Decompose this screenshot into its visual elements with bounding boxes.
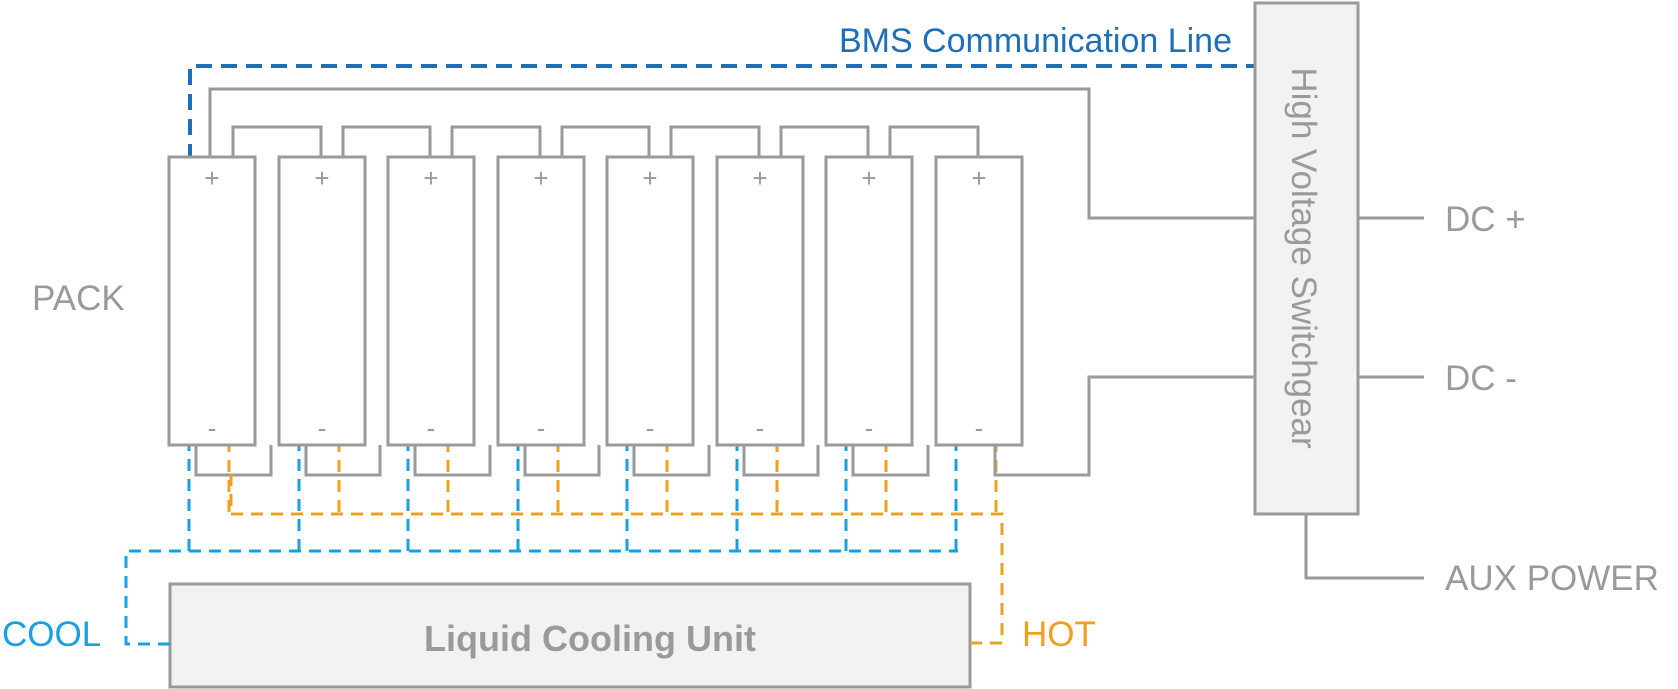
module-plus-terminal: + xyxy=(423,163,438,193)
module-plus-terminal: + xyxy=(204,163,219,193)
series-link-bottom xyxy=(523,445,601,477)
battery-modules: + - + - + - + - + - + - + - + - xyxy=(167,155,1024,447)
module-plus-terminal: + xyxy=(752,163,767,193)
series-link-top xyxy=(669,125,761,157)
series-link-top xyxy=(341,125,432,157)
pack-label: PACK xyxy=(32,279,125,318)
module-plus-terminal: + xyxy=(971,163,986,193)
aux-power-label: AUX POWER xyxy=(1445,559,1659,598)
battery-module xyxy=(167,155,257,447)
module-minus-terminal: - xyxy=(318,413,327,443)
battery-module xyxy=(386,155,476,447)
battery-module xyxy=(496,155,586,447)
positive-busbar xyxy=(208,87,1255,220)
hot-label: HOT xyxy=(1022,615,1096,654)
cooling-unit-label: Liquid Cooling Unit xyxy=(424,618,756,659)
series-link-top xyxy=(450,125,542,157)
battery-module xyxy=(277,155,367,447)
switchgear-label: High Voltage Switchgear xyxy=(1284,67,1323,449)
module-minus-terminal: - xyxy=(756,413,765,443)
module-minus-terminal: - xyxy=(427,413,436,443)
module-plus-terminal: + xyxy=(314,163,329,193)
series-link-bottom xyxy=(742,445,820,477)
liquid-cooling-unit xyxy=(168,582,972,689)
series-link-top xyxy=(888,125,980,157)
module-wiring xyxy=(194,125,980,477)
series-link-bottom xyxy=(304,445,382,477)
cool-label: COOL xyxy=(2,615,101,654)
series-link-bottom xyxy=(194,445,273,477)
series-link-top xyxy=(231,125,323,157)
series-link-bottom xyxy=(851,445,930,477)
module-plus-terminal: + xyxy=(861,163,876,193)
module-minus-terminal: - xyxy=(646,413,655,443)
aux-power-line xyxy=(1304,514,1424,580)
negative-busbar xyxy=(993,375,1255,477)
module-plus-terminal: + xyxy=(642,163,657,193)
hot-return-line xyxy=(229,472,1004,645)
module-plus-terminal: + xyxy=(533,163,548,193)
battery-module xyxy=(934,155,1024,447)
bms-line-label: BMS Communication Line xyxy=(839,22,1232,60)
battery-module xyxy=(715,155,805,447)
module-minus-terminal: - xyxy=(865,413,874,443)
series-link-top xyxy=(779,125,870,157)
dc-minus-label: DC - xyxy=(1445,359,1517,398)
bms-communication-line xyxy=(188,64,1255,160)
battery-module xyxy=(605,155,695,447)
series-link-bottom xyxy=(413,445,492,477)
dc-plus-label: DC + xyxy=(1445,200,1526,239)
series-link-top xyxy=(560,125,651,157)
series-link-bottom xyxy=(632,445,711,477)
module-minus-terminal: - xyxy=(975,413,984,443)
module-minus-terminal: - xyxy=(537,413,546,443)
module-minus-terminal: - xyxy=(208,413,217,443)
battery-module xyxy=(824,155,914,447)
cool-supply-line xyxy=(124,549,958,646)
